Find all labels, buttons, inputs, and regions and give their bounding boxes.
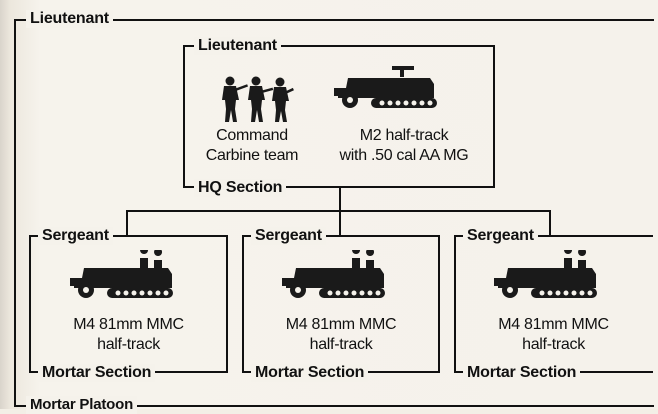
- hq-unit-2-text: M2 half-track with .50 cal AA MG: [318, 126, 490, 166]
- mortar-half-track-icon: [70, 250, 173, 298]
- hq-section-box: [183, 45, 495, 188]
- section-2-unit-line1: M4 81mm MMC: [285, 316, 397, 333]
- section-3-unit-line2: half-track: [522, 336, 585, 353]
- hq-top-label: Lieutenant: [194, 37, 281, 55]
- hq-unit-1-line2: Carbine team: [205, 147, 299, 164]
- section-3-top-label: Sergeant: [463, 227, 538, 245]
- hq-bottom-label: HQ Section: [194, 179, 287, 197]
- section-3-unit-line1: M4 81mm MMC: [498, 316, 609, 333]
- connector-middle-drop: [339, 210, 341, 236]
- section-2-unit-line2: half-track: [309, 336, 373, 353]
- section-2-bottom-label: Mortar Section: [251, 364, 369, 382]
- mortar-half-track-icon: [494, 250, 597, 298]
- platoon-top-label: Lieutenant: [26, 10, 113, 28]
- half-track-icon: [334, 66, 437, 108]
- section-2-unit-text: M4 81mm MMC half-track: [243, 315, 439, 355]
- section-1-unit-line2: half-track: [97, 336, 160, 353]
- hq-unit-2-line2: with .50 cal AA MG: [339, 147, 469, 164]
- section-3-bottom-label: Mortar Section: [463, 364, 581, 382]
- connector-right-drop: [549, 210, 551, 236]
- hq-unit-2-line1: M2 half-track: [359, 127, 449, 144]
- section-2-top-label: Sergeant: [251, 227, 326, 245]
- section-1-unit-line1: M4 81mm MMC: [73, 316, 184, 333]
- section-1-bottom-label: Mortar Section: [38, 364, 156, 382]
- mortar-half-track-icon: [282, 250, 385, 298]
- connector-horizontal: [126, 210, 551, 212]
- connector-left-drop: [126, 210, 128, 236]
- platoon-bottom-label: Mortar Platoon: [26, 396, 138, 414]
- platoon-frame: [14, 19, 654, 407]
- infantry-team-icon: [222, 76, 294, 122]
- hq-unit-1-line1: Command: [216, 127, 288, 144]
- section-3-unit-text: M4 81mm MMC half-track: [455, 315, 652, 355]
- section-1-top-label: Sergeant: [38, 227, 113, 245]
- connector-vertical-hq: [339, 188, 341, 211]
- section-1-unit-text: M4 81mm MMC half-track: [30, 315, 227, 355]
- hq-unit-1-text: Command Carbine team: [190, 126, 314, 166]
